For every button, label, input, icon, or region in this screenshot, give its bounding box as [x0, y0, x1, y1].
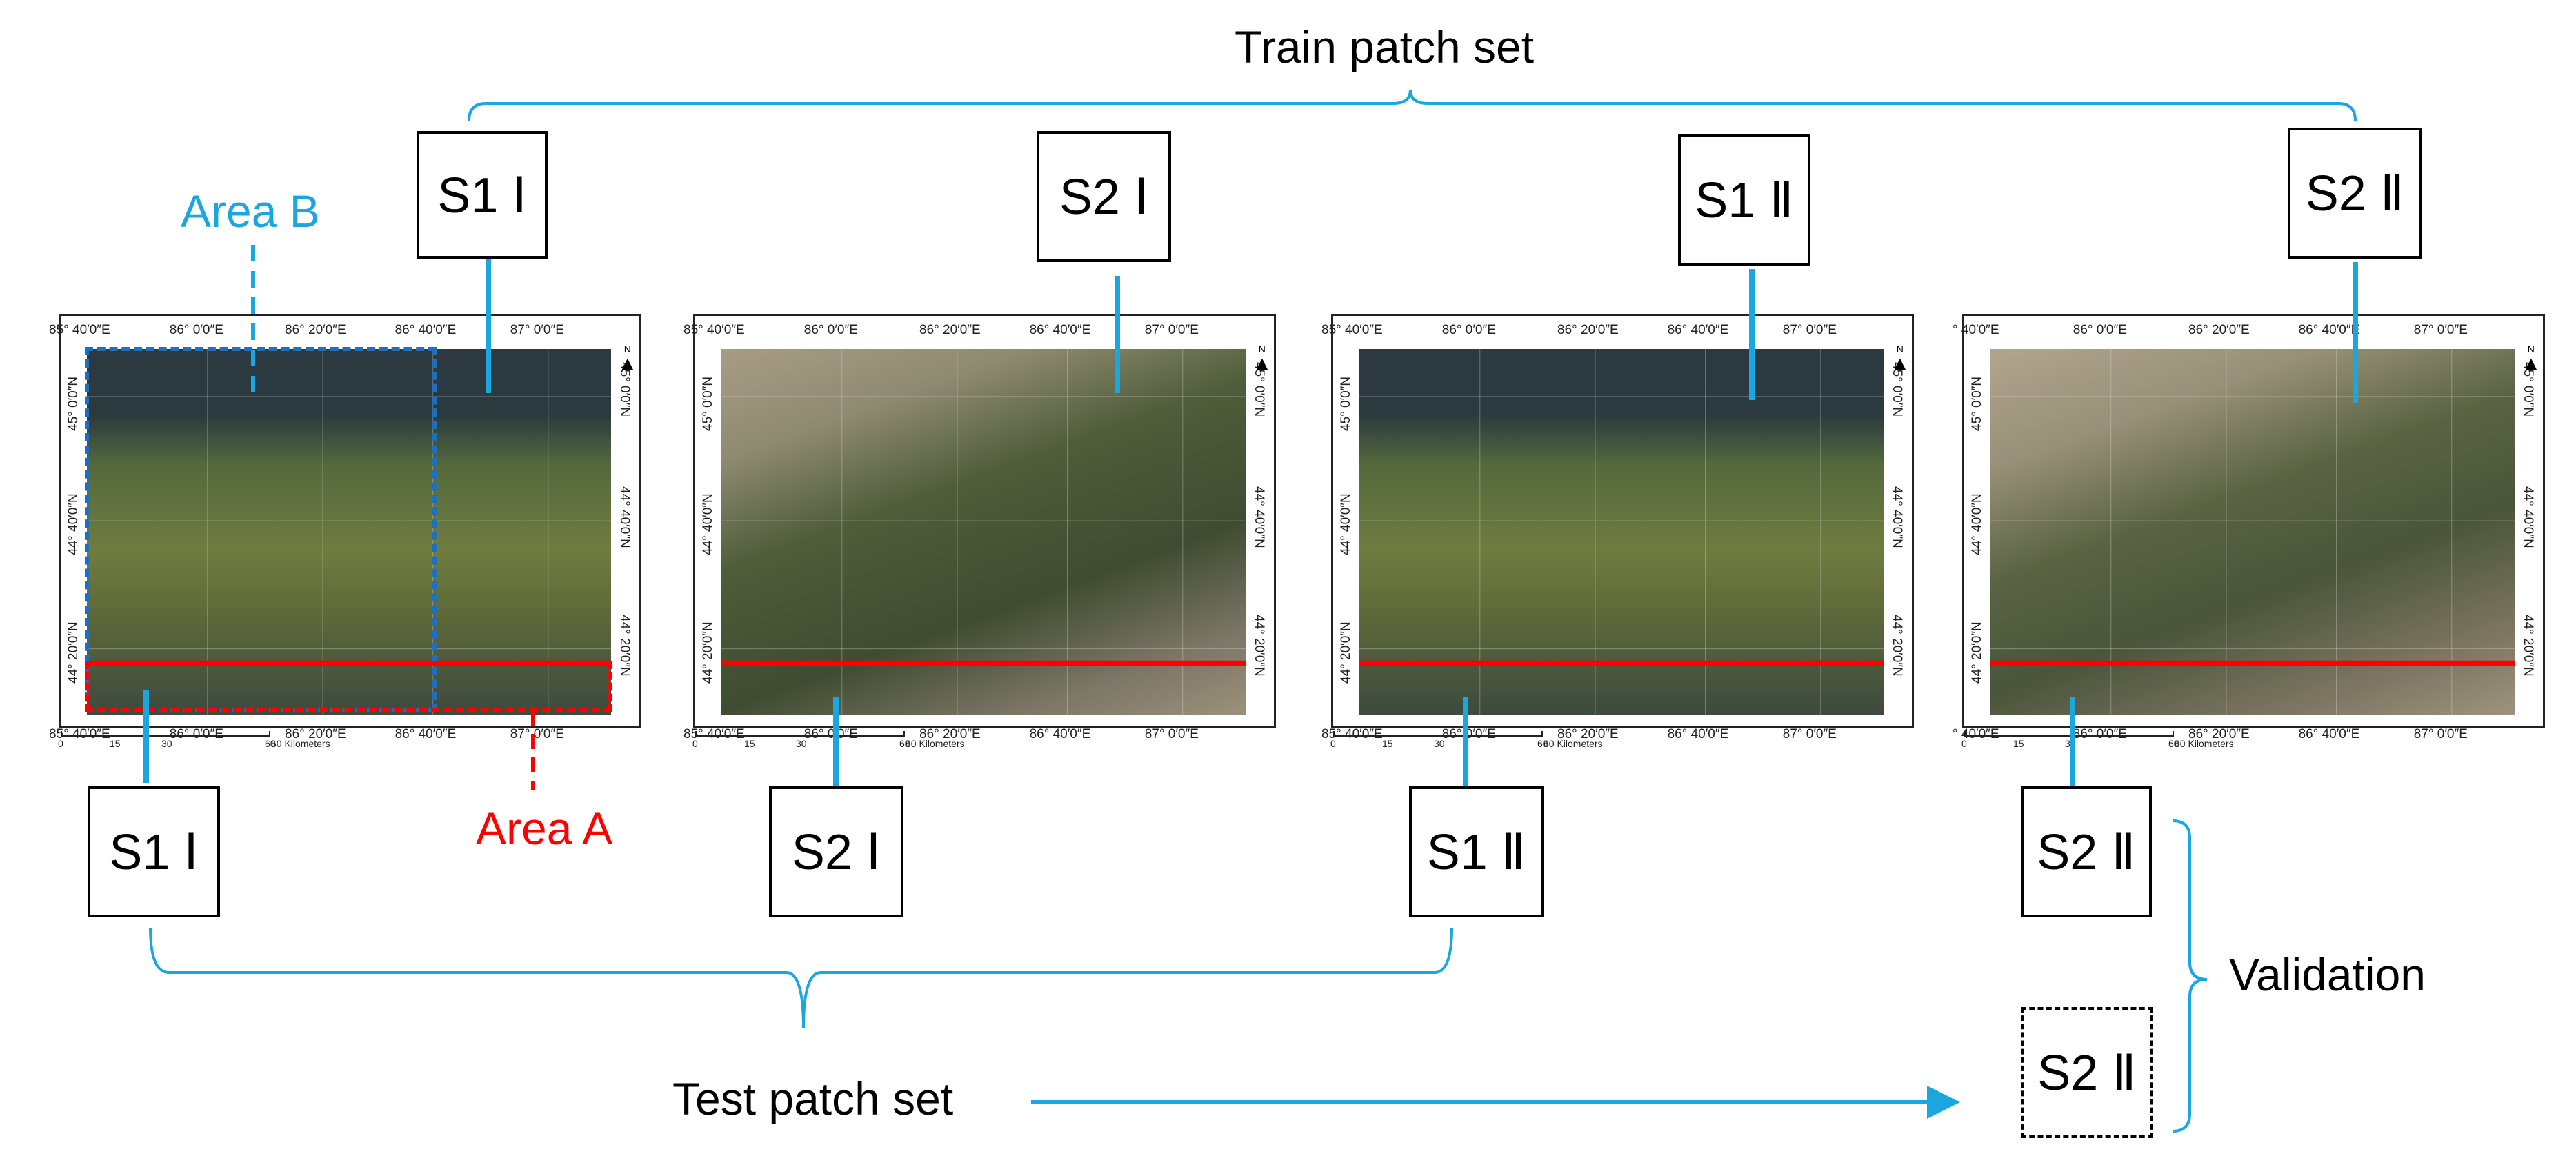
- scale-number: 30: [796, 738, 807, 749]
- scale-number: 15: [110, 738, 121, 749]
- train-box-s2-ii: S2 Ⅱ: [2288, 128, 2422, 259]
- scale-unit: 60 Kilometers: [1544, 738, 1603, 749]
- scale-number: 15: [1382, 738, 1393, 749]
- x-tick-label: 86° 40′0″E: [395, 727, 457, 741]
- area-a-rectangle: [85, 661, 612, 712]
- x-tick-label: 85° 40′0″E: [1321, 323, 1383, 337]
- train-brace: [468, 89, 2357, 121]
- scale-number: 0: [1961, 738, 1967, 749]
- scale-unit: 60 Kilometers: [271, 738, 330, 749]
- train-box-s2-i: S2 Ⅰ: [1037, 131, 1171, 262]
- x-tick-label: 87° 0′0″E: [510, 727, 564, 741]
- x-tick-label: 85° 40′0″E: [683, 727, 745, 741]
- north-arrow-icon: N▲: [618, 343, 637, 374]
- x-tick-label: 86° 20′0″E: [2188, 727, 2250, 741]
- area-a-label: Area A: [476, 803, 613, 854]
- test-box-s1-ii: S1 Ⅱ: [1409, 786, 1544, 917]
- test-box-s2-i: S2 Ⅰ: [769, 786, 903, 917]
- x-tick-label: 86° 20′0″E: [1557, 727, 1619, 741]
- x-tick-label: 86° 40′0″E: [2298, 727, 2360, 741]
- x-tick-label: 86° 0′0″E: [169, 323, 223, 337]
- x-tick-label: 87° 0′0″E: [510, 323, 564, 337]
- test-brace: [149, 927, 1453, 1028]
- x-tick-label: 86° 20′0″E: [2188, 323, 2250, 337]
- x-tick-label: 87° 0′0″E: [2413, 323, 2468, 337]
- north-arrow-icon: N▲: [1890, 343, 1910, 374]
- x-tick-label: 87° 0′0″E: [1144, 727, 1199, 741]
- x-tick-label: 86° 0′0″E: [1441, 323, 1496, 337]
- x-tick-label: 87° 0′0″E: [2413, 727, 2468, 741]
- x-tick-label: 86° 0′0″E: [2073, 727, 2127, 741]
- x-tick-label: 86° 40′0″E: [1667, 727, 1729, 741]
- north-arrow-icon: N▲: [1252, 343, 1272, 374]
- satellite-image: [721, 349, 1246, 715]
- satellite-image: [1359, 349, 1884, 715]
- x-tick-label: 86° 40′0″E: [1029, 727, 1091, 741]
- scale-number: 60: [1537, 738, 1548, 749]
- scale-number: 0: [692, 738, 698, 749]
- x-tick-label: 86° 0′0″E: [803, 323, 858, 337]
- north-arrow-icon: N▲: [2522, 343, 2541, 374]
- train-box-s1-ii: S1 Ⅱ: [1678, 134, 1810, 266]
- x-tick-label: 85° 40′0″E: [49, 323, 110, 337]
- scale-number: 60: [265, 738, 276, 749]
- x-tick-label: 85° 40′0″E: [49, 727, 110, 741]
- x-tick-label: 86° 20′0″E: [285, 323, 346, 337]
- x-tick-label: 86° 40′0″E: [395, 323, 457, 337]
- train-box-s1-i: S1 Ⅰ: [417, 131, 548, 259]
- validation-label: Validation: [2229, 949, 2426, 1000]
- map-panel: ° 40′0″E ° 40′0″E 86° 0′0″E 86° 0′0″E 86° 20…: [1953, 314, 2545, 749]
- x-tick-label: 86° 20′0″E: [919, 727, 981, 741]
- x-tick-label: 85° 40′0″E: [1321, 727, 1383, 741]
- x-tick-label: ° 40′0″E: [1953, 323, 1999, 337]
- x-tick-label: 86° 40′0″E: [1029, 323, 1091, 337]
- graticule: [721, 349, 1246, 715]
- satellite-image: [87, 349, 611, 715]
- validation-brace: [2172, 819, 2208, 1133]
- x-tick-label: 85° 40′0″E: [683, 323, 745, 337]
- x-tick-label: 86° 20′0″E: [1557, 323, 1619, 337]
- scale-number: 0: [58, 738, 63, 749]
- test-box-s2-ii: S2 Ⅱ: [2021, 786, 2152, 917]
- scale-number: 60: [899, 738, 910, 749]
- x-tick-label: 86° 0′0″E: [803, 727, 858, 741]
- x-tick-label: ° 40′0″E: [1953, 727, 1999, 741]
- scale-number: 15: [744, 738, 755, 749]
- map-panel: 85° 40′0″E 85° 40′0″E 86° 0′0″E 86° 0′0″E 86…: [49, 314, 641, 749]
- x-tick-label: 86° 0′0″E: [2073, 323, 2127, 337]
- scale-unit: 60 Kilometers: [2175, 738, 2234, 749]
- scale-number: 30: [161, 738, 172, 749]
- scale-number: 0: [1330, 738, 1336, 749]
- x-tick-label: 86° 20′0″E: [285, 727, 346, 741]
- scale-unit: 60 Kilometers: [906, 738, 965, 749]
- satellite-image: [1990, 349, 2515, 715]
- train-patch-set-label: Train patch set: [1235, 21, 1535, 72]
- scale-number: 15: [2013, 738, 2024, 749]
- map-panel: 85° 40′0″E 85° 40′0″E 86° 0′0″E 86° 0′0″E 86…: [1321, 314, 1914, 749]
- graticule: [1990, 349, 2515, 715]
- x-tick-label: 86° 0′0″E: [169, 727, 223, 741]
- validation-box-s2-ii: S2 Ⅱ: [2021, 1007, 2153, 1138]
- test-box-s1-i: S1 Ⅰ: [88, 786, 220, 917]
- scale-number: 30: [1434, 738, 1445, 749]
- x-tick-label: 86° 40′0″E: [2298, 323, 2360, 337]
- x-tick-label: 87° 0′0″E: [1782, 323, 1837, 337]
- x-tick-label: 86° 20′0″E: [919, 323, 981, 337]
- x-tick-label: 86° 0′0″E: [1441, 727, 1496, 741]
- graticule: [1359, 349, 1884, 715]
- x-tick-label: 86° 40′0″E: [1667, 323, 1729, 337]
- scale-number: 60: [2168, 738, 2179, 749]
- test-patch-set-label: Test patch set: [672, 1073, 954, 1124]
- x-tick-label: 87° 0′0″E: [1144, 323, 1199, 337]
- x-tick-label: 87° 0′0″E: [1782, 727, 1837, 741]
- area-b-label: Area B: [181, 186, 320, 237]
- map-panel: 85° 40′0″E 85° 40′0″E 86° 0′0″E 86° 0′0″E 86…: [683, 314, 1276, 749]
